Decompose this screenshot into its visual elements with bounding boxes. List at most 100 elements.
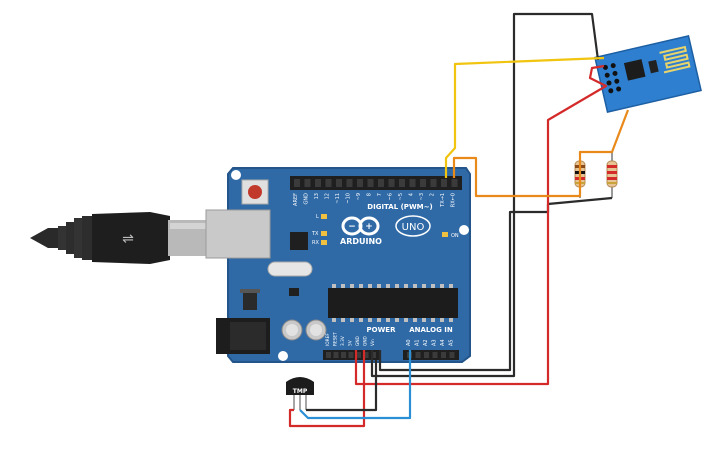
pin-label: 7: [377, 193, 383, 196]
arduino-logo: − +: [341, 216, 380, 236]
small-chip: [289, 288, 299, 296]
regulator: [243, 292, 257, 310]
pin-label: A3: [432, 339, 438, 346]
pin-label: 13: [314, 193, 320, 199]
power-pin[interactable]: [326, 352, 331, 358]
usb-cable[interactable]: ⇌: [30, 212, 208, 264]
header-pin[interactable]: [325, 179, 332, 187]
pin-label: A2: [423, 339, 429, 346]
mounting-hole: [278, 351, 288, 361]
led-rx-label: RX: [312, 240, 319, 246]
wire-orange-tx-divider[interactable]: [452, 109, 630, 198]
pin-label: RESET: [333, 332, 339, 346]
power-pin[interactable]: [363, 352, 369, 358]
pin-label: GND: [363, 335, 369, 346]
power-led: [442, 232, 448, 237]
header-pin[interactable]: [346, 179, 353, 187]
arduino-uno-board[interactable]: AREF GND 13 12 ~11 ~10 ~9 8 7 ~6 ~5 4 ~3 2 TX→1 RX←0 DI…: [205, 167, 471, 363]
model-badge: UNO: [395, 215, 431, 237]
led-l-label: L: [316, 214, 319, 220]
pin-label: GND: [304, 193, 310, 205]
pin-label: ~10: [346, 193, 352, 204]
pin-label: 8: [367, 193, 373, 196]
power-header-label: POWER: [367, 326, 397, 334]
wire-black-gnd-esp[interactable]: [370, 12, 600, 378]
led-tx: [321, 231, 327, 236]
header-pin[interactable]: [304, 179, 311, 187]
digital-header-label: DIGITAL (PWM~): [367, 203, 432, 211]
capacitor: [305, 319, 327, 341]
wire-red-5v-sensor[interactable]: [288, 350, 366, 428]
pin-label: 4: [409, 193, 415, 196]
pin-label: ~11: [335, 193, 341, 204]
digital-header: [290, 176, 462, 190]
wire-black-sensor-gnd[interactable]: [306, 360, 378, 412]
brand-label: ARDUINO: [340, 237, 382, 246]
pin-label: 5V: [348, 340, 354, 346]
power-led-label: ON: [451, 233, 459, 239]
pin-label: A5: [449, 339, 455, 346]
analog-pin[interactable]: [441, 352, 446, 358]
pin-label: 12: [325, 193, 331, 199]
mounting-hole: [231, 170, 241, 180]
pin-label: IOREF: [325, 333, 331, 346]
header-pin[interactable]: [420, 179, 426, 187]
header-pin[interactable]: [409, 179, 416, 187]
analog-pin[interactable]: [432, 352, 438, 358]
pin-label: RX←0: [451, 193, 457, 207]
pin-label: ~5: [398, 193, 404, 200]
reset-button[interactable]: [241, 179, 269, 205]
pin-label: 3.3V: [340, 336, 346, 346]
crystal: [267, 261, 313, 277]
usb-port: [205, 209, 271, 259]
header-pin[interactable]: [451, 179, 458, 187]
header-pin[interactable]: [399, 179, 405, 187]
power-pin[interactable]: [341, 352, 346, 358]
tmp36-sensor[interactable]: TMP: [286, 377, 314, 410]
svg-text:UNO: UNO: [402, 222, 425, 233]
power-pin[interactable]: [333, 352, 339, 358]
pin-label: GND: [355, 335, 361, 346]
header-pin[interactable]: [441, 179, 447, 187]
analog-header: [403, 350, 459, 360]
mounting-hole: [459, 225, 469, 235]
header-pin[interactable]: [430, 179, 437, 187]
power-pin[interactable]: [348, 352, 354, 358]
pin-label: ~3: [419, 193, 425, 200]
pin-label: 2: [430, 193, 436, 196]
usb-chip: [290, 232, 308, 250]
power-pin[interactable]: [371, 352, 376, 358]
led-l: [321, 214, 327, 219]
pin-label: AREF: [293, 193, 299, 206]
wire-yellow-rx[interactable]: [444, 56, 605, 178]
header-pin[interactable]: [378, 179, 384, 187]
analog-header-label: ANALOG IN: [409, 326, 453, 334]
atmega-chip: [328, 284, 458, 322]
pin-label: ~6: [388, 193, 394, 200]
svg-text:+: +: [365, 222, 373, 232]
header-pin[interactable]: [357, 179, 363, 187]
svg-text:−: −: [348, 222, 356, 232]
pin-label: A1: [415, 339, 421, 346]
sensor-label: TMP: [293, 388, 308, 395]
pin-label: A0: [406, 339, 412, 346]
pin-label: TX→1: [440, 193, 446, 208]
header-pin[interactable]: [388, 179, 395, 187]
analog-pin[interactable]: [449, 352, 455, 358]
svg-text:⇌: ⇌: [122, 231, 134, 247]
wire-blue-a0[interactable]: [299, 350, 412, 420]
esp8266-wifi-module[interactable]: [594, 35, 702, 113]
header-pin[interactable]: [315, 179, 321, 187]
wire-red-esp-vcc[interactable]: [354, 64, 608, 386]
header-pin[interactable]: [367, 179, 374, 187]
pin-label: ~9: [356, 193, 362, 200]
resistor-2[interactable]: [606, 152, 618, 198]
header-pin[interactable]: [294, 179, 300, 187]
analog-pin[interactable]: [415, 352, 421, 358]
led-rx: [321, 240, 327, 245]
analog-pin[interactable]: [424, 352, 429, 358]
header-pin[interactable]: [336, 179, 342, 187]
pin-label: Vin: [370, 339, 376, 346]
power-pin[interactable]: [356, 352, 361, 358]
